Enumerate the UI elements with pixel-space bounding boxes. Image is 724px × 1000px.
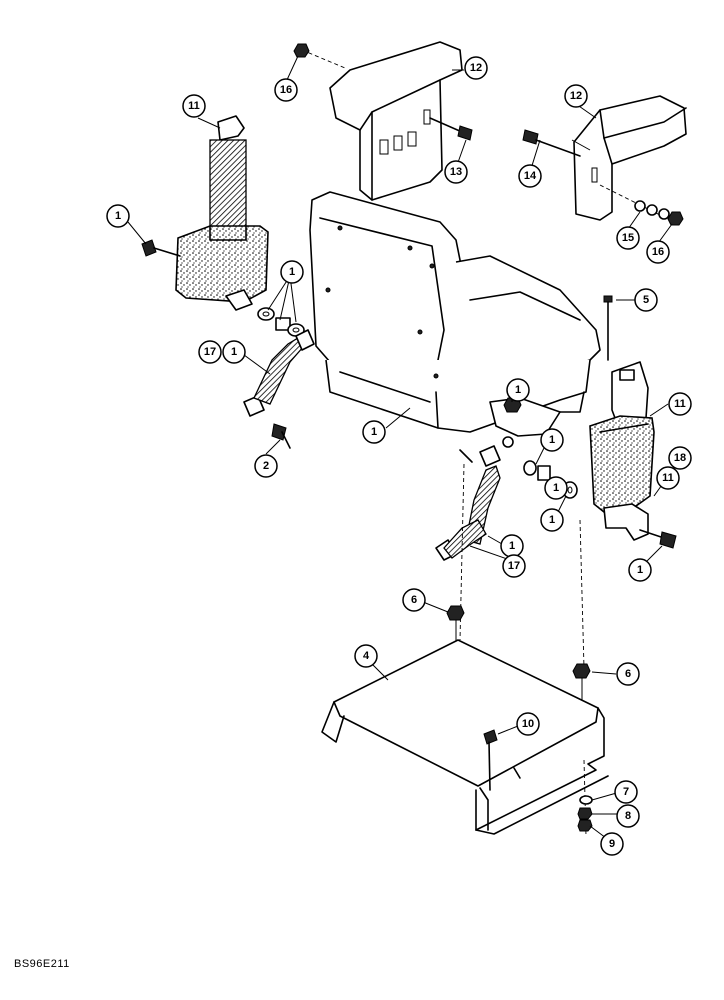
svg-text:1: 1 — [231, 346, 237, 358]
callout-9: 9 — [600, 832, 624, 856]
callout-13: 13 — [444, 160, 468, 184]
callout-11: 11 — [182, 94, 206, 118]
washer-icon — [634, 200, 670, 220]
washer-icon — [257, 307, 305, 337]
bolt-icon — [141, 239, 181, 257]
callout-7: 7 — [614, 780, 638, 804]
callout-1: 1 — [540, 428, 564, 452]
svg-text:5: 5 — [643, 294, 649, 306]
bolt-icon — [429, 117, 473, 141]
bolt-icon — [522, 129, 581, 157]
bolt-icon — [271, 423, 291, 449]
bolt-icon — [639, 529, 677, 549]
callout-16: 16 — [646, 240, 670, 264]
svg-text:6: 6 — [411, 594, 417, 606]
callout-12: 12 — [464, 56, 488, 80]
callout-17: 17 — [502, 554, 526, 578]
svg-text:16: 16 — [280, 84, 292, 96]
svg-text:1: 1 — [549, 514, 555, 526]
callout-1: 1 — [280, 260, 304, 284]
callout-1: 1 — [500, 534, 524, 558]
svg-text:1: 1 — [115, 210, 121, 222]
mounting-plate-icon — [321, 639, 609, 835]
svg-text:1: 1 — [509, 540, 515, 552]
svg-text:11: 11 — [662, 472, 674, 484]
callout-14: 14 — [518, 164, 542, 188]
callout-17: 17 — [198, 340, 222, 364]
callout-1: 1 — [506, 378, 530, 402]
svg-text:4: 4 — [363, 650, 370, 662]
callout-11: 11 — [656, 466, 680, 490]
callout-18: 18 — [668, 446, 692, 470]
svg-text:9: 9 — [609, 838, 615, 850]
callout-4: 4 — [354, 644, 378, 668]
callout-6: 6 — [616, 662, 640, 686]
svg-text:1: 1 — [549, 434, 555, 446]
svg-text:10: 10 — [522, 718, 534, 730]
callout-1: 1 — [362, 420, 386, 444]
nut-icon — [572, 663, 591, 679]
callout-11: 11 — [668, 392, 692, 416]
svg-text:11: 11 — [674, 398, 686, 410]
seat-belt-retractor-icon — [175, 115, 269, 311]
seat-belt-strap-icon — [243, 329, 315, 417]
nut-icon — [446, 605, 465, 621]
svg-text:13: 13 — [450, 166, 462, 178]
callout-10: 10 — [516, 712, 540, 736]
svg-text:1: 1 — [289, 266, 295, 278]
callout-16: 16 — [274, 78, 298, 102]
callout-2: 2 — [254, 454, 278, 478]
svg-text:7: 7 — [623, 786, 629, 798]
callout-1: 1 — [544, 476, 568, 500]
svg-text:18: 18 — [674, 452, 686, 464]
armrest-left-icon — [329, 41, 463, 201]
svg-text:6: 6 — [625, 668, 631, 680]
callout-6: 6 — [402, 588, 426, 612]
callout-15: 15 — [616, 226, 640, 250]
callout-1: 1 — [540, 508, 564, 532]
seat-belt-strap-icon — [435, 445, 501, 561]
callout-12: 12 — [564, 84, 588, 108]
svg-text:11: 11 — [188, 100, 200, 112]
figure-code: BS96E211 — [14, 958, 70, 970]
svg-text:1: 1 — [371, 426, 377, 438]
callout-1: 1 — [628, 558, 652, 582]
svg-text:12: 12 — [470, 62, 482, 74]
bolt-icon — [483, 729, 498, 791]
svg-text:17: 17 — [204, 346, 216, 358]
seat-belt-buckle-icon — [589, 361, 655, 541]
armrest-right-icon — [573, 95, 687, 221]
svg-text:14: 14 — [524, 170, 537, 182]
washer-icon — [577, 795, 593, 832]
svg-text:12: 12 — [570, 90, 582, 102]
svg-text:15: 15 — [622, 232, 634, 244]
svg-text:8: 8 — [625, 810, 631, 822]
nut-icon — [667, 211, 684, 226]
svg-text:16: 16 — [652, 246, 664, 258]
callout-1: 1 — [106, 204, 130, 228]
nut-icon — [293, 43, 310, 58]
callout-1: 1 — [222, 340, 246, 364]
callout-8: 8 — [616, 804, 640, 828]
bolt-icon — [603, 295, 613, 361]
svg-text:1: 1 — [637, 564, 643, 576]
svg-text:1: 1 — [515, 384, 521, 396]
svg-text:1: 1 — [553, 482, 559, 494]
callout-5: 5 — [634, 288, 658, 312]
seat-assembly-icon — [309, 191, 601, 463]
svg-text:17: 17 — [508, 560, 520, 572]
svg-text:2: 2 — [263, 460, 269, 472]
